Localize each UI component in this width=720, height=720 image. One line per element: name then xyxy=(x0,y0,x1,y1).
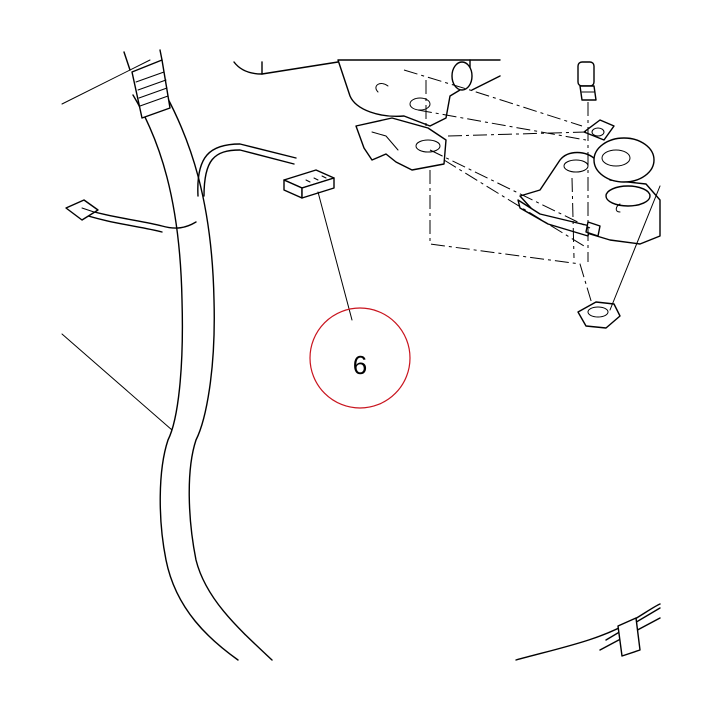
clamp-block xyxy=(355,117,447,171)
nut-part xyxy=(577,301,621,329)
main-hose xyxy=(123,49,641,661)
connector-part xyxy=(283,169,335,199)
wire-harness xyxy=(65,143,297,233)
assembly-guide-lines xyxy=(403,69,661,311)
callout-circle xyxy=(309,307,411,409)
callout-6[interactable]: 6 xyxy=(309,307,411,409)
callout-number: 6 xyxy=(353,350,367,380)
mounting-bracket xyxy=(233,59,501,127)
callout-leader-line xyxy=(317,191,353,321)
bolt-part xyxy=(577,61,597,101)
pivot-housing xyxy=(517,119,661,245)
